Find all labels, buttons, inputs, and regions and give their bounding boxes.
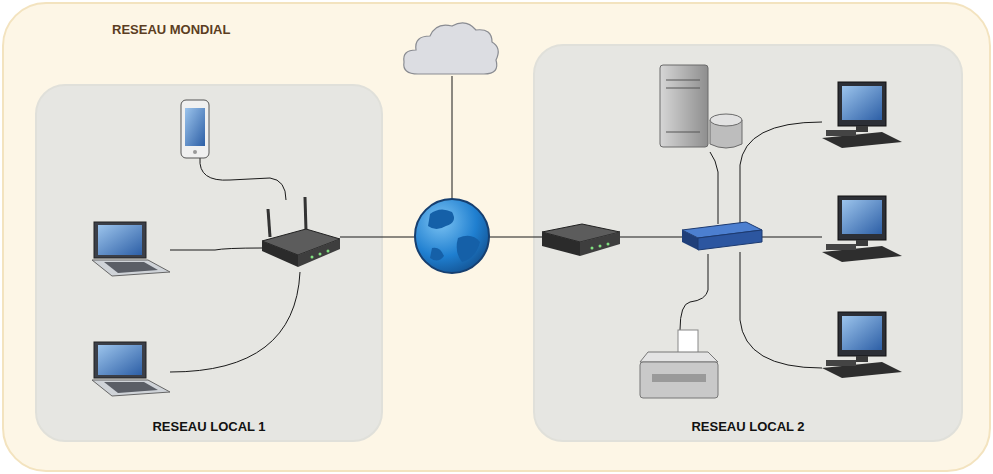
led bbox=[327, 250, 330, 253]
monitor bbox=[838, 312, 886, 356]
monitor-stand bbox=[856, 356, 868, 362]
globe-sphere bbox=[415, 199, 489, 273]
antenna bbox=[268, 209, 270, 237]
network-label: RESEAU LOCAL 1 bbox=[37, 419, 381, 434]
computer-case bbox=[826, 360, 856, 366]
laptop-base bbox=[92, 260, 170, 276]
keyboard bbox=[822, 362, 902, 378]
monitor-stand bbox=[856, 126, 868, 132]
switch-top bbox=[682, 222, 762, 238]
cable bbox=[760, 237, 822, 238]
printer-tray bbox=[652, 374, 706, 382]
cable bbox=[680, 254, 708, 330]
router-top bbox=[262, 229, 340, 255]
cloud bbox=[404, 23, 499, 74]
desktop-computer bbox=[822, 82, 902, 148]
keyboard bbox=[822, 132, 902, 148]
laptop-keyboard bbox=[104, 262, 158, 273]
switch-front bbox=[682, 230, 698, 250]
laptop bbox=[92, 222, 170, 276]
keyboard bbox=[822, 246, 902, 262]
router-top bbox=[542, 224, 620, 242]
computer-case bbox=[826, 130, 856, 136]
globe-land bbox=[428, 209, 454, 229]
monitor-screen bbox=[842, 316, 882, 350]
cable bbox=[710, 152, 718, 224]
wifi-router bbox=[262, 197, 340, 267]
router-side bbox=[580, 232, 620, 256]
cable bbox=[452, 76, 453, 199]
laptop-lid bbox=[94, 222, 146, 258]
smartphone bbox=[181, 100, 209, 158]
phone-button bbox=[193, 150, 197, 154]
cable bbox=[200, 158, 286, 200]
server-slot bbox=[666, 80, 700, 81]
server-tower bbox=[660, 65, 708, 147]
monitor-screen bbox=[842, 200, 882, 234]
cable bbox=[489, 237, 542, 238]
server bbox=[660, 65, 742, 148]
desktop-computer bbox=[822, 196, 902, 262]
laptop-base bbox=[92, 380, 170, 396]
cables bbox=[170, 76, 822, 372]
network-label: RESEAU MONDIAL bbox=[112, 22, 230, 37]
globe bbox=[415, 199, 489, 273]
router-front bbox=[542, 232, 580, 256]
server-slot bbox=[666, 88, 700, 89]
cable bbox=[740, 252, 822, 368]
cable bbox=[340, 237, 415, 238]
desktop-computer bbox=[822, 312, 902, 378]
printer bbox=[640, 330, 718, 398]
laptop-lid bbox=[94, 342, 146, 378]
server-slot bbox=[666, 132, 700, 133]
cable bbox=[620, 237, 684, 238]
led bbox=[599, 245, 602, 248]
monitor bbox=[838, 82, 886, 126]
cable bbox=[740, 122, 822, 224]
globe-land bbox=[457, 236, 480, 262]
monitor-stand bbox=[856, 240, 868, 246]
network-label: RESEAU LOCAL 2 bbox=[535, 419, 961, 434]
modem-router bbox=[542, 224, 620, 256]
globe-land bbox=[430, 248, 444, 261]
led bbox=[591, 247, 594, 250]
led bbox=[311, 256, 314, 259]
network-switch bbox=[682, 222, 762, 250]
monitor bbox=[838, 196, 886, 240]
printer-top bbox=[640, 352, 718, 362]
phone-body bbox=[181, 100, 209, 158]
cloud-shape bbox=[404, 23, 499, 74]
router-side bbox=[298, 239, 340, 267]
led bbox=[607, 243, 610, 246]
printer-body bbox=[640, 362, 718, 398]
local-network: RESEAU LOCAL 1 bbox=[35, 84, 383, 442]
phone-screen bbox=[185, 108, 205, 146]
switch-side bbox=[698, 230, 762, 250]
laptop-keyboard bbox=[104, 382, 158, 393]
database-body bbox=[710, 120, 742, 148]
printer-paper bbox=[678, 330, 698, 356]
laptop-screen bbox=[98, 345, 142, 375]
monitor-screen bbox=[842, 86, 882, 120]
router-front bbox=[262, 241, 298, 267]
led bbox=[319, 253, 322, 256]
computer-case bbox=[826, 244, 856, 250]
local-network: RESEAU LOCAL 2 bbox=[533, 44, 963, 442]
antenna bbox=[305, 197, 306, 231]
cable bbox=[170, 272, 300, 372]
database-top bbox=[710, 114, 742, 126]
laptop-screen bbox=[98, 225, 142, 255]
laptop bbox=[92, 342, 170, 396]
cable bbox=[170, 248, 262, 250]
